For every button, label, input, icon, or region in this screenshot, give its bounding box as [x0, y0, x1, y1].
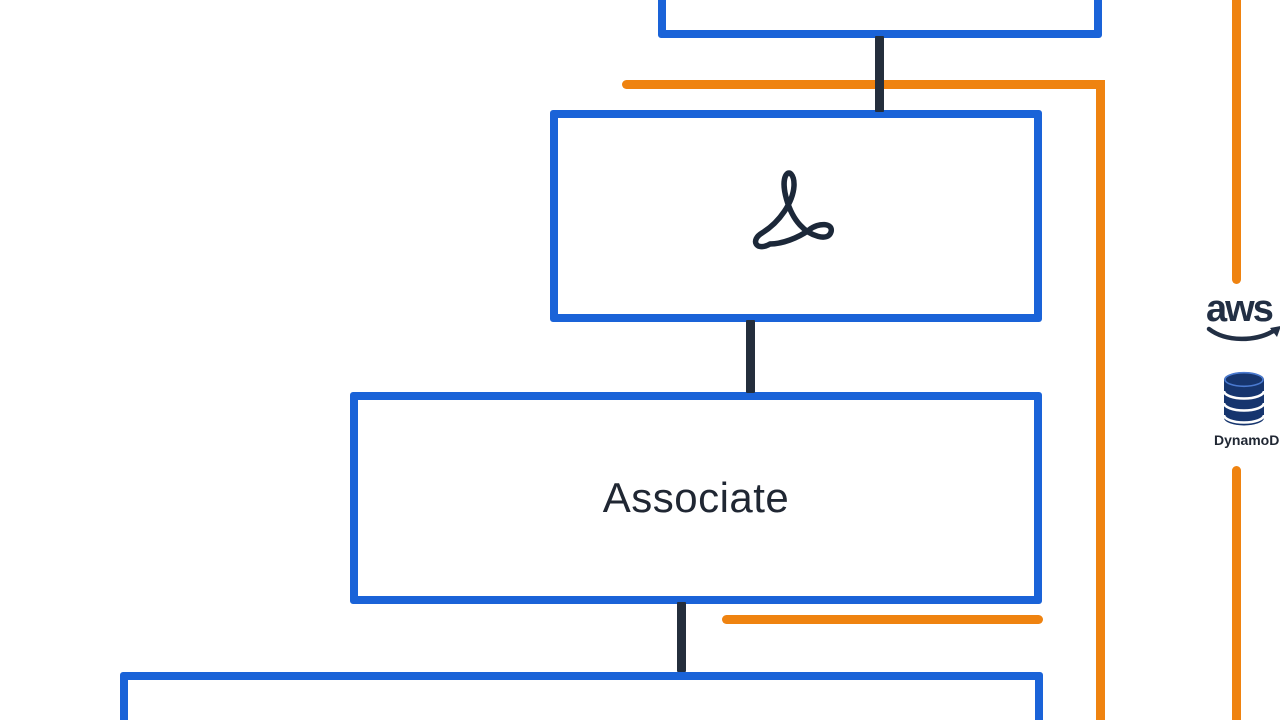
connector-top-to-signature — [875, 36, 884, 112]
aws-logo-text: aws — [1206, 288, 1274, 330]
associate-label: Associate — [602, 474, 790, 521]
orange-line-vertical-right-lower — [1232, 466, 1241, 720]
aws-logo: aws — [1206, 288, 1280, 358]
orange-line-horizontal-lower — [722, 615, 1043, 624]
database-cylinder-icon — [1222, 371, 1266, 426]
flow-box-associate: Associate — [350, 392, 1042, 604]
connector-signature-to-associate — [746, 320, 755, 393]
orange-line-vertical-right-upper — [1232, 0, 1241, 284]
scribble-signature-icon — [752, 170, 834, 250]
aws-smile-swoosh-icon — [1206, 326, 1280, 342]
flow-box-top — [658, 0, 1102, 38]
orange-line-horizontal-top — [622, 80, 1105, 89]
connector-associate-to-bottom — [677, 602, 686, 672]
orange-line-vertical-inner — [1096, 80, 1105, 720]
flow-box-signature — [550, 110, 1042, 322]
dynamodb-service: DynamoDB — [1214, 370, 1280, 448]
dynamodb-label: DynamoDB — [1214, 432, 1280, 448]
flow-box-bottom — [120, 672, 1043, 720]
